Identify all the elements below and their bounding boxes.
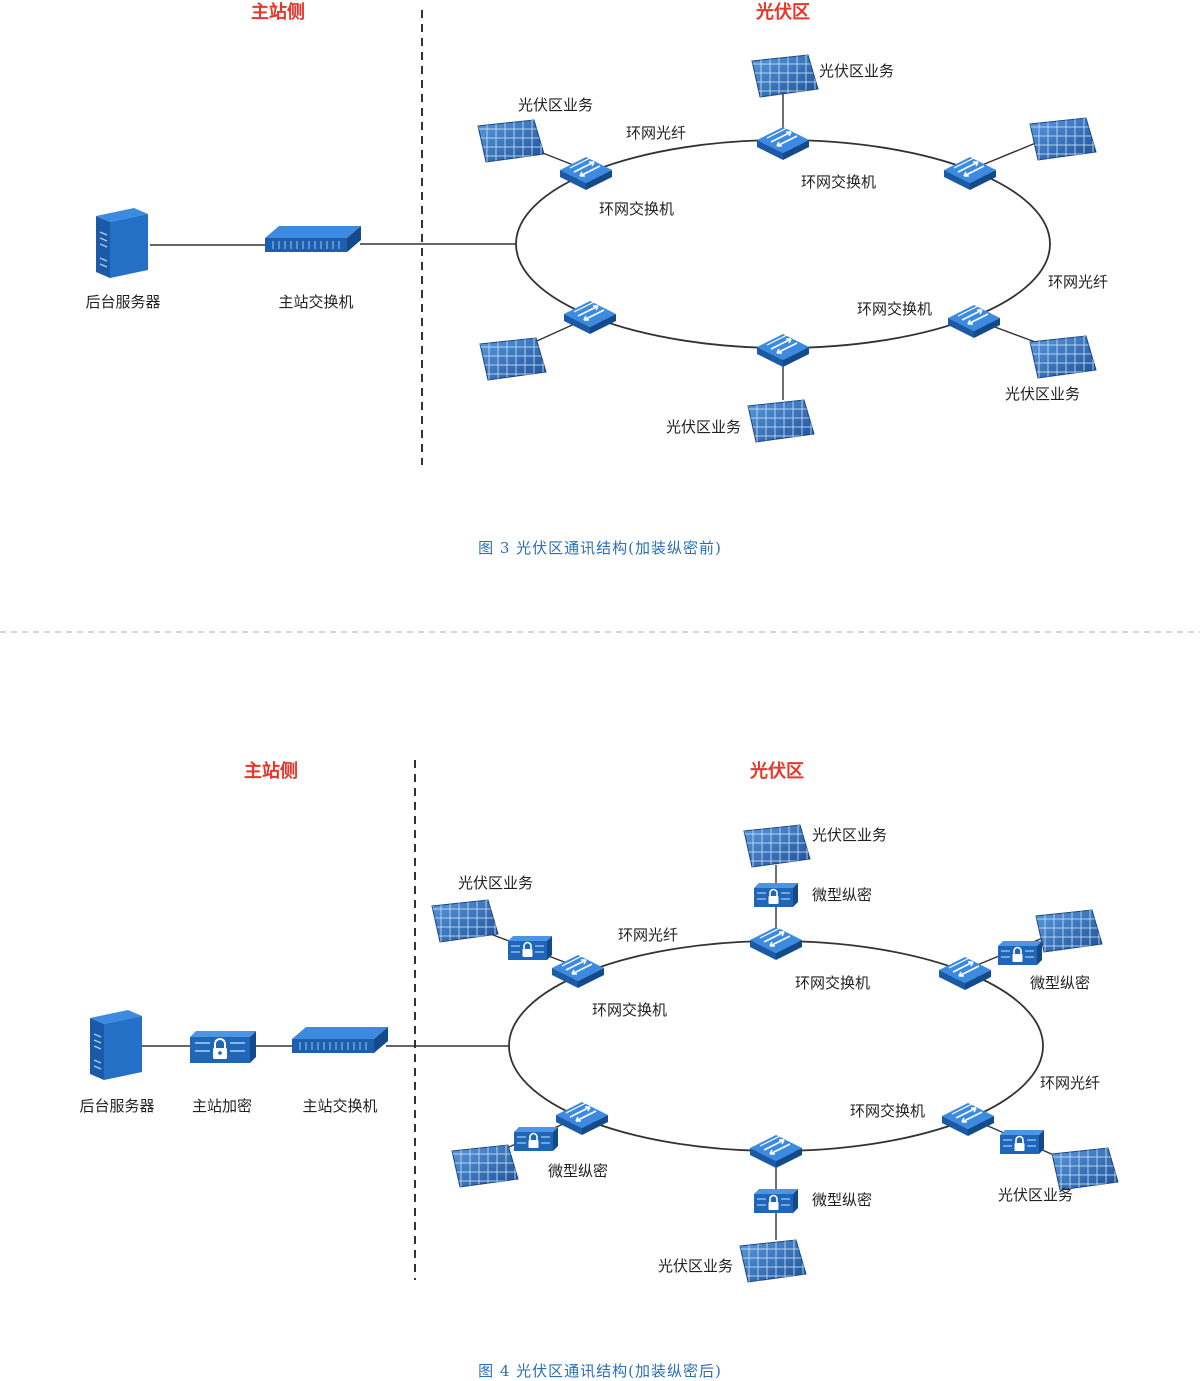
- main-encryption-label: 主站加密: [192, 1097, 252, 1115]
- server-label: 后台服务器: [79, 1097, 154, 1115]
- micro-encryption-label: 微型纵密: [1030, 974, 1090, 992]
- main-switch-icon: [264, 225, 362, 253]
- solar-panel-icon: [431, 899, 499, 943]
- ring-switch-icon: [749, 926, 803, 961]
- solar-panel-icon: [1035, 909, 1103, 953]
- fiber-label: 环网光纤: [1040, 1074, 1100, 1092]
- pv-label: 光伏区业务: [658, 1257, 733, 1275]
- micro-encryption-icon: [513, 1126, 559, 1152]
- ring-switch-label: 环网交换机: [592, 1001, 667, 1019]
- ring-switch-icon: [559, 156, 613, 191]
- figure-caption: 图 4 光伏区通讯结构(加装纵密后): [478, 1362, 722, 1380]
- micro-encryption-label: 微型纵密: [812, 1191, 872, 1209]
- pv-label: 光伏区业务: [998, 1186, 1073, 1204]
- micro-encryption-icon: [507, 935, 553, 961]
- server-label: 后台服务器: [85, 293, 160, 311]
- fiber-label: 环网光纤: [626, 124, 686, 142]
- solar-panel-icon: [451, 1144, 519, 1188]
- main-switch-icon: [291, 1026, 389, 1054]
- main-switch-label: 主站交换机: [302, 1097, 377, 1115]
- ring-switch-label: 环网交换机: [857, 300, 932, 318]
- solar-panel-icon: [747, 399, 815, 443]
- header-pv-zone: 光伏区: [749, 760, 804, 782]
- ring-switch-label: 环网交换机: [599, 200, 674, 218]
- ring-switch-icon: [941, 1102, 995, 1137]
- micro-encryption-icon: [997, 940, 1043, 966]
- micro-encryption-icon: [999, 1129, 1045, 1155]
- diagram-before: 主站侧 光伏区 后台服务器 主站交换机 光伏区业务 光伏区业务 光伏区业务: [85, 1, 1108, 557]
- solar-panel-icon: [739, 1239, 807, 1283]
- solar-panel-icon: [477, 119, 545, 163]
- solar-panel-icon: [479, 337, 547, 381]
- header-main-station: 主站侧: [244, 760, 298, 782]
- ring-switch-icon: [749, 1134, 803, 1169]
- pv-label: 光伏区业务: [666, 418, 741, 436]
- micro-encryption-icon: [753, 882, 799, 908]
- ring-switch-label: 环网交换机: [850, 1102, 925, 1120]
- header-pv-zone: 光伏区: [755, 1, 810, 23]
- main-switch-label: 主站交换机: [278, 293, 353, 311]
- server-icon: [89, 1009, 143, 1081]
- ring-switch-icon: [756, 126, 810, 161]
- ring-switch-icon: [563, 300, 617, 335]
- solar-panel-icon: [1029, 335, 1097, 379]
- ring-switch-icon: [756, 333, 810, 368]
- main-encryption-icon: [189, 1030, 257, 1064]
- micro-encryption-label: 微型纵密: [548, 1162, 608, 1180]
- micro-encryption-icon: [753, 1188, 799, 1214]
- server-icon: [95, 207, 149, 279]
- ring-switch-label: 环网交换机: [795, 974, 870, 992]
- header-main-station: 主站侧: [251, 1, 305, 23]
- fiber-label: 环网光纤: [618, 926, 678, 944]
- solar-panel-icon: [751, 54, 819, 98]
- ring-switch-icon: [947, 304, 1001, 339]
- pv-label: 光伏区业务: [819, 62, 894, 80]
- ring-switch-label: 环网交换机: [801, 173, 876, 191]
- fiber-label: 环网光纤: [1048, 273, 1108, 291]
- figure-caption: 图 3 光伏区通讯结构(加装纵密前): [478, 539, 722, 557]
- ring-switch-icon: [555, 1101, 609, 1136]
- micro-encryption-label: 微型纵密: [812, 886, 872, 904]
- pv-label: 光伏区业务: [1005, 385, 1080, 403]
- diagram-after: 主站侧 光伏区 后台服: [79, 760, 1119, 1380]
- pv-label: 光伏区业务: [458, 874, 533, 892]
- pv-label: 光伏区业务: [812, 826, 887, 844]
- solar-panel-icon: [1051, 1147, 1119, 1191]
- pv-label: 光伏区业务: [518, 96, 593, 114]
- solar-panel-icon: [743, 824, 811, 868]
- solar-panel-icon: [1029, 117, 1097, 161]
